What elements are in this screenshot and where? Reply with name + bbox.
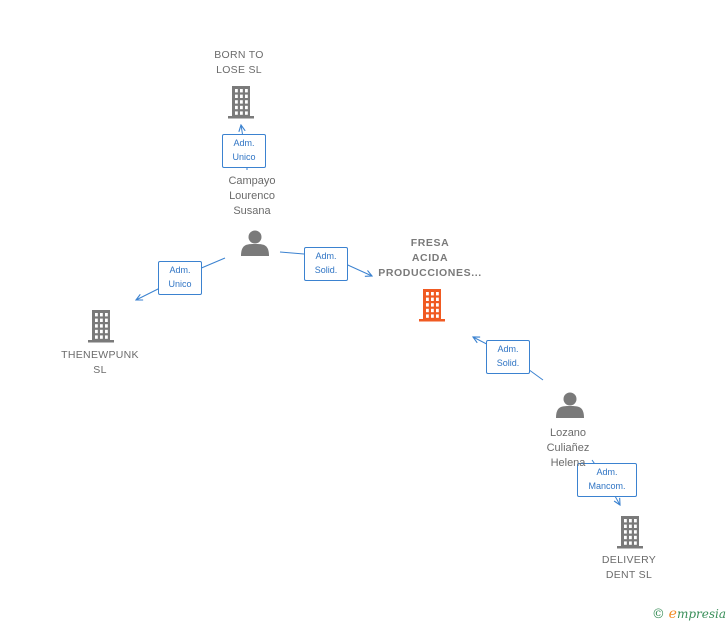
edge-label-lozano-to-delivery[interactable]: Adm. Mancom. (577, 463, 637, 497)
person-icon-lozano[interactable] (556, 392, 584, 419)
person-icon-campayo[interactable] (241, 230, 269, 257)
node-label-lozano[interactable]: Lozano Culiañez Helena (546, 426, 590, 469)
node-label-born[interactable]: BORN TO LOSE SL (214, 49, 264, 76)
edge-label-campayo-to-fresa[interactable]: Adm. Solid. (304, 247, 348, 281)
edge-label-lozano-to-fresa[interactable]: Adm. Solid. (486, 340, 530, 374)
node-label-delivery[interactable]: DELIVERY DENT SL (601, 554, 657, 581)
brand-name: mpresia (676, 607, 726, 621)
node-label-campayo[interactable]: Campayo Lourenco Susana (228, 174, 276, 217)
edge-label-campayo-to-born[interactable]: Adm. Unico (222, 134, 266, 168)
node-label-fresa[interactable]: FRESA ACIDA PRODUCCIONES... (378, 236, 482, 279)
brand-initial: e (668, 606, 677, 622)
building-icon-delivery[interactable] (617, 516, 643, 549)
building-icon-fresa[interactable] (419, 289, 445, 322)
empresia-watermark: © empresia (652, 606, 726, 622)
edge-label-campayo-to-thenewpunk[interactable]: Adm. Unico (158, 261, 202, 295)
copyright-symbol: © (651, 607, 665, 622)
building-icon-thenewpunk[interactable] (88, 310, 114, 343)
building-icon-born[interactable] (228, 86, 254, 119)
node-label-thenewpunk[interactable]: THENEWPUNK SL (61, 349, 139, 376)
